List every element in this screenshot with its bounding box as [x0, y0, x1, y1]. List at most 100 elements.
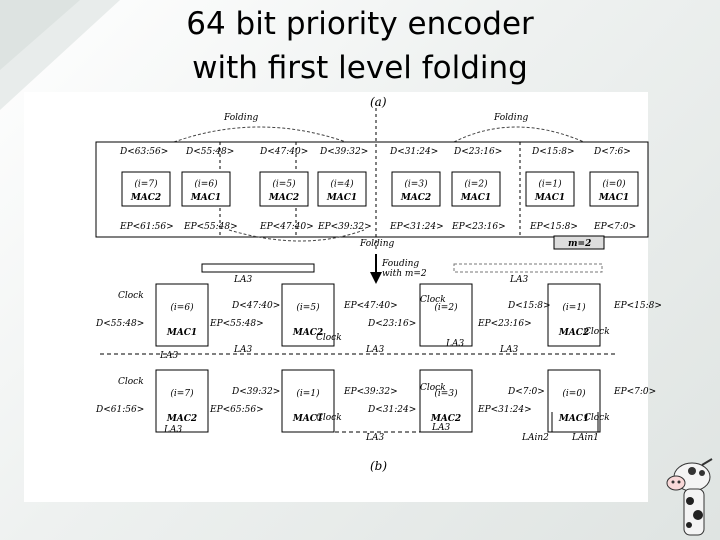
mac-block-a-0: (i=7) MAC2: [121, 171, 171, 207]
input-0: D<63:56>: [119, 147, 168, 157]
mac-block-a-0-mac: MAC2: [130, 193, 161, 203]
mac-block-a-5-mac: MAC1: [460, 193, 491, 203]
mac-block-bottom-1: (i=1) MAC1: [281, 369, 335, 433]
corner-decoration: [0, 0, 120, 110]
top-ep-mid: EP<47:40>: [343, 301, 398, 311]
la-label-7: LA3: [365, 433, 384, 443]
inputs-a: D<63:56> D<55:48> D<47:40> D<39:32> D<31…: [119, 147, 631, 157]
mac-block-a-7-index: (i=0): [602, 178, 626, 189]
mac-block-top-2-box: [419, 283, 473, 347]
clock-bottom-right: Clock: [584, 413, 610, 423]
m-label-box: [553, 235, 605, 250]
output-7: EP<7:0>: [593, 222, 636, 232]
la-label-0: LA3: [233, 275, 252, 285]
mac-block-bottom-3-box: [547, 369, 601, 433]
mac-block-bottom-3-index: (i=0): [562, 388, 586, 399]
top-d-mid: D<47:40>: [231, 301, 280, 311]
mac-block-bottom-0-index: (i=7): [170, 388, 194, 399]
mac-block-a-1-index: (i=6): [194, 178, 218, 189]
input-1: D<55:48>: [185, 147, 234, 157]
mac-block-bottom-3-mac: MAC1: [558, 414, 589, 424]
folding-arc-mid: [228, 229, 365, 242]
mac-block-a-3-index: (i=4): [330, 178, 354, 189]
mac-block-top-0-index: (i=6): [170, 302, 194, 313]
mac-block-a-1: (i=6)MAC1: [181, 171, 231, 207]
mac-block-a-4-mac: MAC2: [400, 193, 431, 203]
top-ep-left: EP<55:48>: [209, 319, 264, 329]
input-5: D<23:16>: [453, 147, 502, 157]
folding-right-label: Folding: [493, 113, 528, 123]
output-1: EP<55:48>: [183, 222, 238, 232]
mac-block-top-3: (i=1)MAC2: [547, 283, 601, 347]
outputs-a: EP<61:56> EP<55:48> EP<47:40> EP<39:32> …: [119, 222, 636, 232]
mac-block-top-0-box: [155, 283, 209, 347]
clock-bottom-mid: Clock: [316, 413, 342, 423]
la-bus-top-left: [201, 263, 315, 273]
mac-block-bottom-3: (i=0) MAC1: [547, 369, 601, 433]
mac-block-bottom-1-box: [281, 369, 335, 433]
m-label: m=2: [568, 239, 591, 249]
lain-1: LAin1: [571, 433, 599, 443]
bottom-ep-left: EP<65:56>: [209, 405, 264, 415]
mac-block-bottom-2-index: (i=3): [434, 388, 458, 399]
mac-block-bottom-0-box: [155, 369, 209, 433]
mac-block-a-6: (i=1)MAC1: [525, 171, 575, 207]
fold-with-label2: with m=2: [382, 269, 427, 279]
mac-block-a-5-index: (i=2): [464, 178, 488, 189]
top-d-left: D<55:48>: [95, 319, 144, 329]
mac-block-a-3-box: [317, 171, 367, 207]
mac-block-top-2-index: (i=2): [434, 302, 458, 313]
mac-block-top-1: (i=5)MAC2: [281, 283, 335, 347]
top-d-right2: D<15:8>: [507, 301, 551, 311]
top-ep-right2: EP<15:8>: [613, 301, 662, 311]
mac-block-a-4-index: (i=3): [404, 178, 428, 189]
mac-block-top-0-mac: MAC1: [166, 328, 197, 338]
mac-block-a-3: (i=4)MAC1: [317, 171, 367, 207]
mac-block-a-5-box: [451, 171, 501, 207]
mac-block-a-1-box: [181, 171, 231, 207]
mac-block-a-5: (i=2) MAC1: [451, 171, 501, 207]
top-ep-right1: EP<23:16>: [477, 319, 532, 329]
output-3: EP<39:32>: [317, 222, 372, 232]
frame-a: [95, 141, 649, 238]
input-6: D<15:8>: [531, 147, 575, 157]
la-label-3: LA3: [445, 339, 464, 349]
la-label-5: LA3: [159, 351, 178, 361]
output-2: EP<47:40>: [259, 222, 314, 232]
folding-mid-label: Folding: [359, 239, 394, 249]
la-label-1: LA3: [509, 275, 528, 285]
mac-block-bottom-2-box: [419, 369, 473, 433]
bottom-ep-right2: EP<7:0>: [613, 387, 656, 397]
top-d-right1: D<23:16>: [367, 319, 416, 329]
mac-block-a-6-index: (i=1): [538, 178, 562, 189]
bottom-d-right1: D<31:24>: [367, 405, 416, 415]
mac-block-top-3-index: (i=1): [562, 302, 586, 313]
mac-block-top-3-box: [547, 283, 601, 347]
mac-block-bottom-2-mac: MAC2: [430, 414, 461, 424]
input-2: D<47:40>: [259, 147, 308, 157]
la-label-6: LA3: [233, 345, 252, 355]
mac-block-bottom-2: (i=3) MAC2: [419, 369, 473, 433]
mac-block-bottom-0: (i=7)MAC2: [155, 369, 209, 433]
bottom-ep-mid: EP<39:32>: [343, 387, 398, 397]
clock-top-mid: Clock: [420, 295, 446, 305]
clock-bottom-mid2: Clock: [420, 383, 446, 393]
input-7: D<7:6>: [593, 147, 631, 157]
mac-block-bottom-1-mac: MAC1: [292, 414, 323, 424]
mac-block-a-7: (i=0)MAC1: [589, 171, 639, 207]
la-label-9: LA3: [163, 425, 182, 435]
mac-blocks-b: (i=6)MAC1(i=5)MAC2(i=2)(i=1)MAC2(i=7)MAC…: [155, 283, 601, 433]
mac-block-a-7-box: [589, 171, 639, 207]
mac-block-a-0-index: (i=7): [134, 178, 158, 189]
folding-arc-right: [453, 126, 585, 143]
mac-block-bottom-1-index: (i=1): [296, 388, 320, 399]
cow-mascot-icon: [666, 458, 713, 536]
output-4: EP<31:24>: [389, 222, 444, 232]
folding-arc-left: [173, 126, 347, 143]
bottom-ep-right1: EP<31:24>: [477, 405, 532, 415]
clock-top-mid2: Clock: [316, 333, 342, 343]
mac-block-top-0: (i=6) MAC1: [155, 283, 209, 347]
folding-left-label: Folding: [223, 113, 258, 123]
lain-2: LAin2: [521, 433, 549, 443]
mac-block-a-0-box: [121, 171, 171, 207]
